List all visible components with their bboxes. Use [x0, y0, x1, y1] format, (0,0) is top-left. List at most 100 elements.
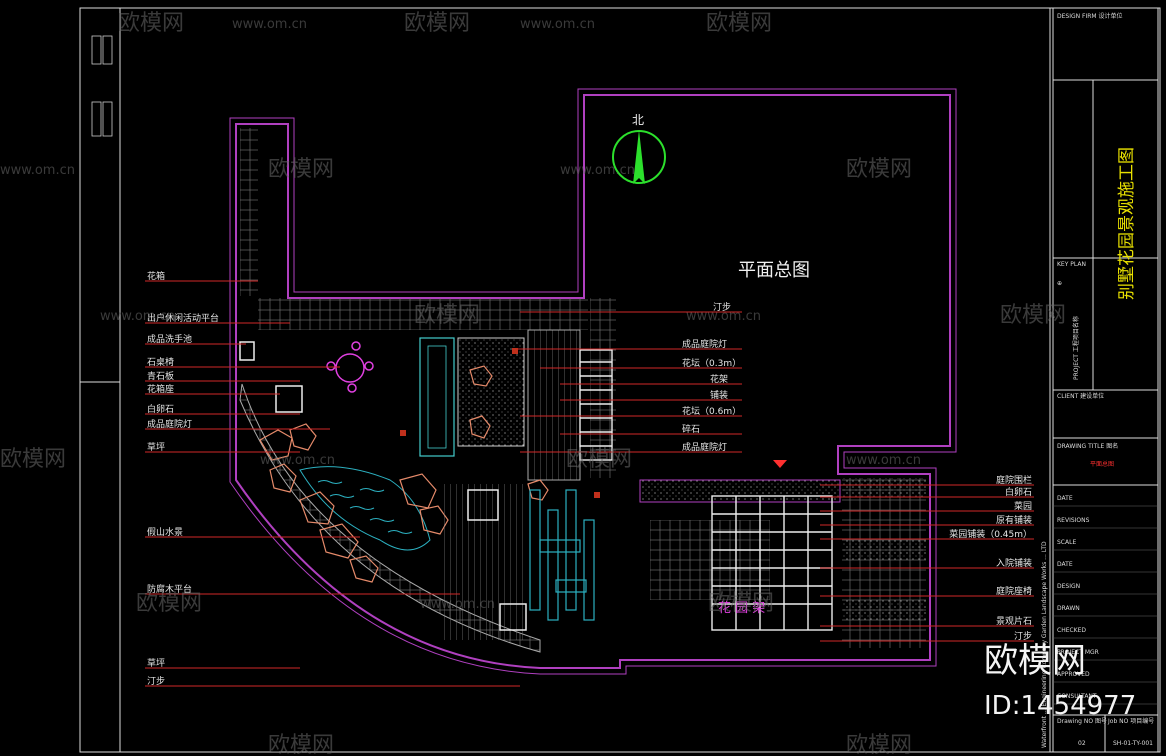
project-label: PROJECT 工程项目名称 [1072, 316, 1080, 380]
watermark-brand-9: 欧模网 [566, 447, 632, 472]
titleblock-row-label: DESIGN [1057, 583, 1080, 590]
left-labels: 花箱出户休闲活动平台成品洗手池石桌椅青石板花箱座白卵石成品庭院灯草坪假山水景防腐… [147, 270, 219, 687]
right-top-label: 花坛（0.6m） [682, 405, 741, 417]
wood-deck [440, 484, 528, 640]
right-top-label: 成品庭院灯 [682, 441, 727, 453]
watermark-brand-2: 欧模网 [404, 11, 470, 36]
planters [419, 329, 926, 620]
titleblock-row-label: CONSULTANT [1057, 693, 1097, 700]
right-top-label: 花架 [710, 373, 728, 385]
watermark-site-5: www.om.cn [100, 309, 175, 324]
titleblock-row-label: SCALE [1057, 539, 1076, 546]
right-bottom-label: 庭院围栏 [996, 474, 1032, 486]
entrance-marker [773, 460, 787, 468]
titleblock-row-label: DATE [1057, 495, 1073, 502]
watermark-site-2: www.om.cn [520, 17, 595, 32]
left-label: 花箱座 [147, 383, 174, 395]
curved-paving-band [239, 383, 541, 653]
watermark-brand-13: 欧模网 [846, 733, 912, 756]
left-strip-stamps [91, 35, 113, 137]
lamp-markers [400, 348, 600, 498]
right-top-label: 花坛（0.3m） [682, 357, 741, 369]
right-top-label: 汀步 [713, 302, 731, 313]
watermark-brand-7: 欧模网 [1000, 303, 1066, 328]
watermark-site-8: www.om.cn [846, 453, 921, 468]
right-bottom-label: 原有铺装 [996, 514, 1032, 526]
watermark-brand-1: 欧模网 [118, 11, 184, 36]
left-label: 防腐木平台 [147, 583, 192, 595]
right-labels: 汀步成品庭院灯花坛（0.3m）花架铺装花坛（0.6m）碎石成品庭院灯庭院围栏白卵… [682, 302, 1032, 642]
left-label: 青石板 [147, 370, 174, 382]
design-firm-label: DESIGN FIRM 设计单位 [1057, 12, 1123, 20]
right-bottom-label: 菜园 [1014, 500, 1032, 512]
watermark-brand-large: 欧模网 [984, 641, 1086, 681]
watermark-site-1: www.om.cn [232, 17, 307, 32]
pergola-magenta-text: 花 园 架 [718, 600, 765, 616]
stone-table-set [326, 341, 374, 393]
watermark-site-7: www.om.cn [260, 453, 335, 468]
north-label: 北 [632, 113, 644, 127]
left-label: 草坪 [147, 441, 165, 453]
watermark-brand-4: 欧模网 [268, 157, 334, 182]
left-label: 出户休闲活动平台 [147, 312, 219, 324]
planter-boxes [239, 341, 527, 631]
watermark-site-3: www.om.cn [0, 163, 75, 178]
watermark-site-6: www.om.cn [686, 309, 761, 324]
watermark-site-9: www.om.cn [420, 597, 495, 612]
left-label: 石桌椅 [147, 356, 174, 368]
drawing-title-value: 平面总图 [1090, 460, 1114, 468]
right-top-label: 铺装 [710, 389, 728, 401]
titleblock-row-label: APPROVED [1057, 671, 1090, 678]
titleblock-row-label: PROJECT MGR [1057, 649, 1099, 656]
right-bottom-label: 汀步 [1014, 631, 1032, 642]
left-label: 草坪 [147, 657, 165, 669]
left-label: 成品洗手池 [147, 333, 192, 345]
right-bottom-label: 白卵石 [1005, 486, 1032, 498]
key-plan-label: KEY PLAN [1057, 261, 1086, 268]
client-label: CLIENT 建设单位 [1057, 392, 1104, 400]
watermark-brand-10: 欧模网 [136, 591, 202, 616]
site-boundary [229, 88, 957, 675]
left-label: 花箱 [147, 270, 165, 282]
drawing-no-label: Drawing NO 图号 [1057, 718, 1107, 725]
pergola [579, 349, 833, 631]
right-bottom-label: 景观片石 [996, 615, 1032, 627]
watermark-id: ID:1454977 [984, 691, 1136, 721]
job-no-label: Job NO 项目编号 [1107, 717, 1154, 725]
titleblock-row-label: DATE [1057, 561, 1073, 568]
drawing-title-label: DRAWING TITLE 图名 [1057, 442, 1118, 450]
titleblock-row-label: CHECKED [1057, 627, 1086, 634]
left-label: 假山水景 [147, 526, 183, 538]
pavement-strip-west [240, 128, 258, 296]
watermark-brand-5: 欧模网 [846, 157, 912, 182]
right-top-label: 成品庭院灯 [682, 338, 727, 350]
stepping-stones [529, 489, 595, 621]
watermark-brand-8: 欧模网 [0, 447, 66, 472]
vegetable-garden-paving [842, 478, 926, 648]
drawing-no-value: 02 [1078, 740, 1086, 747]
watermark-brand-11: 欧模网 [708, 591, 774, 616]
sheet-frame [79, 7, 1161, 753]
watermarks: 欧模网 欧模网 欧模网 欧模网 欧模网 欧模网 欧模网 欧模网 欧模网 欧模网 … [0, 11, 1136, 756]
watermark-brand-12: 欧模网 [268, 733, 334, 756]
watermark-brand-6: 欧模网 [414, 303, 480, 328]
plan-title: 平面总图 [738, 260, 810, 281]
right-top-label: 碎石 [682, 423, 700, 435]
north-arrow: 北 [612, 113, 666, 184]
title-block: DATE REVISIONS SCALE DATE DESIGN DRAWN CHECKED… [1041, 7, 1159, 753]
vertical-firm-text: Waterfront ... Engineering Company Garde… [1041, 541, 1048, 748]
left-label: 白卵石 [147, 403, 174, 415]
pavement-strip-north [258, 298, 588, 330]
leader-lines [145, 280, 1034, 687]
right-bottom-label: 入院铺装 [996, 557, 1032, 569]
titleblock-row-label: REVISIONS [1057, 517, 1090, 524]
key-plan-symbol: ⊕ [1057, 280, 1062, 287]
titleblock-row-label: DRAWN [1057, 605, 1080, 612]
job-no-value: SH-01-TY-001 [1113, 740, 1153, 747]
right-bottom-label: 菜园铺装（0.45m） [949, 528, 1032, 540]
right-bottom-label: 庭院座椅 [996, 585, 1032, 597]
left-label: 成品庭院灯 [147, 418, 192, 430]
sheet-title: 别墅花园景观施工图 [1117, 147, 1137, 300]
left-label: 汀步 [147, 676, 165, 687]
